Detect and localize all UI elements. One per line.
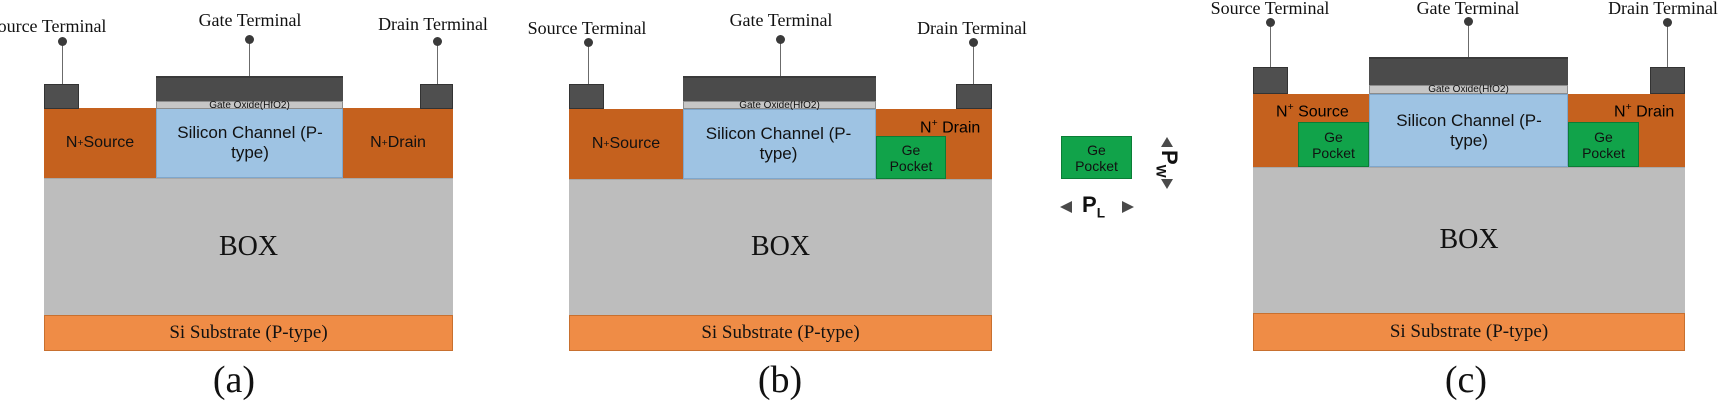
gate-terminal-dot-c (1464, 17, 1473, 26)
box-layer-a (44, 178, 453, 315)
source-contact-c (1253, 67, 1288, 94)
source-contact-a (44, 84, 79, 109)
gate-oxide-label-a: Gate Oxide(HfO2) (209, 100, 290, 111)
ge-pocket-sample (1061, 136, 1132, 179)
panel-label-b: (b) (757, 359, 803, 401)
drain-contact-c (1650, 67, 1685, 94)
n-source-label-b: N+ Source (591, 135, 661, 152)
gate-oxide-label-b: Gate Oxide(HfO2) (739, 100, 820, 111)
drain-terminal-dot-b (969, 38, 978, 47)
source-contact-b (569, 84, 604, 109)
source-terminal-dot-c (1266, 18, 1275, 27)
si-substrate-a (44, 315, 453, 351)
n-source-region-b (569, 109, 683, 179)
gate-wire-b (780, 41, 781, 76)
source-terminal-dot-b (584, 38, 593, 47)
si-substrate-b (569, 315, 992, 351)
gate-terminal-label-b: Gate Terminal (729, 10, 833, 30)
source-terminal-label-c: Source Terminal (1210, 0, 1330, 18)
si-substrate-c (1253, 313, 1685, 351)
gate-metal-b (683, 76, 876, 101)
n-drain-region-a (343, 108, 453, 178)
pl-label: PL (1082, 192, 1106, 221)
gate-terminal-label-a: Gate Terminal (198, 10, 302, 30)
source-wire-b (588, 44, 589, 84)
gate-oxide-b (683, 101, 876, 109)
si-substrate-label-b: Si Substrate (P-type) (701, 322, 860, 343)
panel-label-a: (a) (212, 359, 256, 401)
drain-wire-c (1667, 25, 1668, 67)
gate-wire-c (1468, 24, 1469, 57)
silicon-channel-a (156, 108, 343, 178)
drain-contact-b (956, 84, 992, 109)
drain-terminal-dot-a (433, 37, 442, 46)
gate-wire-a (249, 41, 250, 76)
drain-terminal-dot-c (1663, 18, 1672, 27)
gate-oxide-a (156, 101, 343, 109)
gate-terminal-dot-a (245, 35, 254, 44)
ge-pocket-source-label-c: Ge Pocket (1312, 128, 1355, 161)
drain-contact-a (420, 84, 453, 109)
silicon-channel-label-b: Silicon Channel (P-type) (705, 124, 852, 163)
box-layer-b (569, 179, 992, 315)
gate-oxide-label-c: Gate Oxide(HfO2) (1428, 84, 1509, 95)
n-drain-label-c: N+ Drain (1614, 102, 1675, 121)
ge-pocket-drain-c (1568, 122, 1639, 167)
n-source-label-a: N+ Source (65, 134, 135, 151)
gate-terminal-label-c: Gate Terminal (1416, 0, 1520, 18)
ge-pocket-drain-label-c: Ge Pocket (1582, 128, 1625, 161)
drain-terminal-label-c: Drain Terminal (1608, 0, 1718, 18)
drain-wire-a (437, 43, 438, 84)
gate-metal-c (1369, 57, 1568, 85)
box-label-a: BOX (218, 230, 279, 262)
gate-oxide-c (1369, 85, 1568, 94)
box-label-c: BOX (1439, 224, 1499, 255)
si-substrate-label-a: Si Substrate (P-type) (169, 322, 328, 343)
silicon-channel-label-a: Silicon Channel (P-type) (177, 123, 323, 162)
source-terminal-dot-a (58, 37, 67, 46)
gate-metal-a (156, 76, 343, 101)
drain-terminal-label-b: Drain Terminal (917, 18, 1027, 38)
source-terminal-label-a: Source Terminal (0, 16, 107, 36)
ge-pocket-sample-label: Ge Pocket (1075, 141, 1118, 174)
n-source-region-a (44, 108, 156, 178)
pw-arrow-icon (1161, 137, 1173, 189)
source-wire-c (1270, 25, 1271, 67)
source-terminal-label-b: Source Terminal (527, 18, 647, 38)
ge-pocket-source-c (1298, 122, 1369, 167)
silicon-channel-label-c: Silicon Channel (P-type) (1396, 110, 1542, 150)
source-wire-a (62, 43, 63, 84)
silicon-channel-b (683, 109, 876, 179)
panel-label-c: (c) (1444, 359, 1488, 401)
box-label-b: BOX (750, 231, 811, 262)
gate-terminal-dot-b (776, 35, 785, 44)
box-layer-c (1253, 167, 1685, 313)
n-source-label-c: N+ Source (1276, 102, 1349, 121)
pl-arrow-icon (1060, 201, 1134, 213)
n-drain-label-b: N+ Drain (920, 118, 981, 137)
drain-terminal-label-a: Drain Terminal (378, 14, 488, 34)
silicon-channel-c (1369, 94, 1568, 167)
si-substrate-label-c: Si Substrate (P-type) (1389, 321, 1549, 342)
ge-pocket-label-b: Ge Pocket (889, 141, 933, 174)
n-drain-label-a: N+ Drain (370, 134, 426, 151)
ge-pocket-b (876, 136, 946, 179)
drain-wire-b (973, 44, 974, 84)
pw-label: PW (1153, 150, 1182, 178)
